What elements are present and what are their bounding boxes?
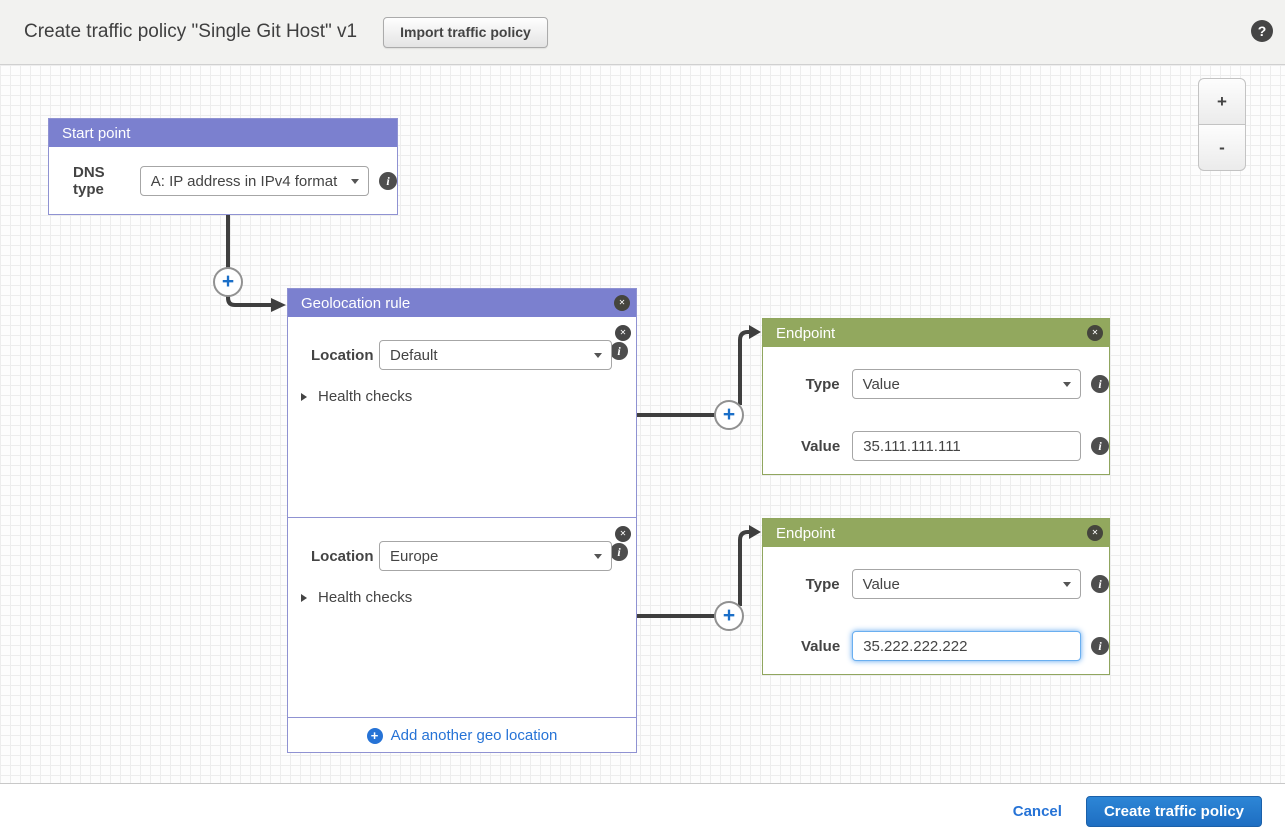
type-label: Type bbox=[805, 575, 840, 593]
close-icon[interactable]: ✕ bbox=[615, 325, 631, 341]
endpoint-node-1: Endpoint ✕ Type Value i Value i bbox=[762, 318, 1110, 475]
close-icon[interactable]: ✕ bbox=[614, 295, 630, 311]
location-select-default[interactable]: Default bbox=[379, 340, 612, 370]
endpoint-type-select[interactable]: Value bbox=[851, 569, 1081, 599]
endpoint-value-row: Value i bbox=[763, 631, 1109, 661]
cancel-button[interactable]: Cancel bbox=[1012, 803, 1062, 820]
location-row: Location Default bbox=[311, 340, 612, 370]
add-rule-connection-icon[interactable]: + bbox=[213, 267, 243, 297]
value-info-icon[interactable]: i bbox=[1091, 437, 1109, 455]
dns-type-info-icon[interactable]: i bbox=[379, 172, 397, 190]
close-icon[interactable]: ✕ bbox=[1087, 525, 1103, 541]
chevron-down-icon bbox=[594, 353, 602, 358]
disclosure-triangle-icon bbox=[301, 593, 307, 602]
start-point-node: Start point DNS type A: IP address in IP… bbox=[48, 118, 398, 215]
location-row: Location Europe bbox=[311, 541, 612, 571]
zoom-in-button[interactable]: + bbox=[1198, 78, 1246, 125]
location-selected-value: Europe bbox=[390, 547, 439, 565]
geolocation-rule-title: Geolocation rule bbox=[301, 294, 411, 312]
arrowhead-rule bbox=[271, 298, 286, 312]
chevron-down-icon bbox=[1063, 582, 1071, 587]
geo-location-section-europe: ✕ i Location Europe Health checks bbox=[288, 517, 636, 717]
add-endpoint-connection-icon[interactable]: + bbox=[714, 601, 744, 631]
health-checks-label: Health checks bbox=[318, 388, 413, 405]
type-info-icon[interactable]: i bbox=[1091, 575, 1109, 593]
zoom-controls: + - bbox=[1198, 78, 1246, 171]
start-point-body: DNS type A: IP address in IPv4 format i bbox=[49, 147, 397, 215]
close-icon[interactable]: ✕ bbox=[615, 526, 631, 542]
import-traffic-policy-button[interactable]: Import traffic policy bbox=[383, 16, 548, 48]
connector-start-to-rule-arrowline bbox=[226, 296, 271, 307]
endpoint-type-row: Type Value i bbox=[763, 569, 1109, 599]
endpoint-type-selected-value: Value bbox=[862, 375, 900, 393]
endpoint-type-row: Type Value i bbox=[763, 369, 1109, 399]
add-another-geo-location-label: Add another geo location bbox=[390, 727, 558, 744]
location-info-icon[interactable]: i bbox=[610, 342, 628, 360]
top-bar: Create traffic policy "Single Git Host" … bbox=[0, 0, 1285, 65]
geo-location-section-default: ✕ i Location Default Health checks bbox=[288, 317, 636, 517]
page-title: Create traffic policy "Single Git Host" … bbox=[24, 21, 358, 42]
type-info-icon[interactable]: i bbox=[1091, 375, 1109, 393]
health-checks-toggle[interactable]: Health checks bbox=[301, 388, 412, 405]
value-info-icon[interactable]: i bbox=[1091, 637, 1109, 655]
type-label: Type bbox=[805, 375, 840, 393]
zoom-out-button[interactable]: - bbox=[1198, 124, 1246, 171]
location-info-icon[interactable]: i bbox=[610, 543, 628, 561]
add-another-geo-location-link[interactable]: + Add another geo location bbox=[288, 717, 636, 753]
health-checks-toggle[interactable]: Health checks bbox=[301, 589, 412, 606]
location-selected-value: Default bbox=[390, 346, 438, 364]
create-traffic-policy-button[interactable]: Create traffic policy bbox=[1085, 796, 1262, 827]
footer-bar: Cancel Create traffic policy bbox=[0, 785, 1285, 838]
endpoint-value-row: Value i bbox=[763, 431, 1109, 461]
endpoint-header: Endpoint ✕ bbox=[763, 519, 1109, 547]
disclosure-triangle-icon bbox=[301, 392, 307, 401]
arrowhead-endpoint2 bbox=[749, 525, 761, 539]
start-point-title: Start point bbox=[62, 124, 131, 142]
close-icon[interactable]: ✕ bbox=[1087, 325, 1103, 341]
geolocation-rule-node: Geolocation rule ✕ ✕ i Location Default … bbox=[287, 288, 637, 753]
location-label: Location bbox=[311, 547, 374, 565]
location-label: Location bbox=[311, 346, 374, 364]
plus-circle-icon: + bbox=[366, 727, 383, 744]
endpoint-type-selected-value: Value bbox=[862, 575, 900, 593]
health-checks-label: Health checks bbox=[318, 589, 413, 606]
value-label: Value bbox=[800, 437, 841, 455]
arrowhead-endpoint1 bbox=[749, 325, 761, 339]
geolocation-rule-header: Geolocation rule ✕ bbox=[288, 289, 636, 317]
chevron-down-icon bbox=[1063, 382, 1071, 387]
policy-canvas: + - Start point DNS type A: IP address i… bbox=[0, 65, 1285, 784]
location-select-europe[interactable]: Europe bbox=[379, 541, 612, 571]
value-label: Value bbox=[800, 637, 841, 655]
endpoint-title: Endpoint bbox=[776, 324, 836, 342]
dns-type-selected-value: A: IP address in IPv4 format bbox=[150, 172, 338, 190]
dns-type-label: DNS type bbox=[73, 164, 105, 198]
endpoint-value-input-focused[interactable] bbox=[852, 631, 1081, 661]
chevron-down-icon bbox=[351, 179, 359, 184]
endpoint-value-input[interactable] bbox=[852, 431, 1081, 461]
endpoint-title: Endpoint bbox=[776, 524, 836, 542]
endpoint-type-select[interactable]: Value bbox=[851, 369, 1081, 399]
chevron-down-icon bbox=[594, 554, 602, 559]
start-point-header: Start point bbox=[49, 119, 397, 147]
add-endpoint-connection-icon[interactable]: + bbox=[714, 400, 744, 430]
dns-type-select[interactable]: A: IP address in IPv4 format bbox=[139, 166, 369, 196]
endpoint-header: Endpoint ✕ bbox=[763, 319, 1109, 347]
help-icon[interactable]: ? bbox=[1251, 20, 1273, 42]
endpoint-node-2: Endpoint ✕ Type Value i Value i bbox=[762, 518, 1110, 675]
